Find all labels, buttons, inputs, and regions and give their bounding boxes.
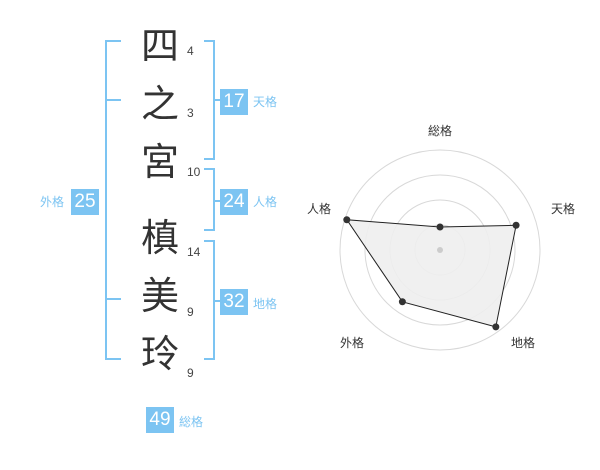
name-char-5: 美 (140, 274, 179, 318)
stroke-count-6: 9 (187, 366, 194, 380)
radar-point-2 (512, 221, 520, 229)
radar-point-4 (398, 298, 406, 306)
radar-axis-label-tenkaku: 天格 (551, 202, 576, 216)
radar-grid-ring (364, 174, 516, 326)
stroke-count-1: 4 (187, 44, 194, 58)
name-char-2: 之 (140, 82, 179, 126)
soukaku-label: 総格 (179, 415, 204, 429)
gaikaku-badge: 25 (71, 189, 99, 215)
radar-polygon (345, 219, 517, 328)
radar-point-5 (343, 216, 351, 224)
tenkaku-label: 天格 (253, 95, 278, 109)
radar-points (343, 216, 520, 331)
name-char-3: 宮 (140, 140, 179, 184)
name-char-6: 玲 (140, 332, 179, 376)
gaikaku-label: 外格 (40, 195, 65, 209)
name-char-4: 槙 (140, 216, 179, 260)
soukaku-badge: 49 (146, 407, 174, 433)
radar-point-3 (492, 323, 500, 331)
stroke-count-3: 10 (187, 165, 201, 179)
stroke-count-2: 3 (187, 106, 194, 120)
radar-grid-ring (339, 149, 541, 351)
radar-axis-label-gaikaku: 外格 (340, 336, 365, 350)
tenkaku-badge: 17 (220, 89, 248, 115)
radar-axis-label-chikaku: 地格 (511, 336, 536, 350)
jinkaku-label: 人格 (253, 195, 278, 209)
radar-center-dot (437, 247, 443, 253)
name-char-1: 四 (140, 24, 179, 68)
radar-axis-label-soukaku: 総格 (428, 124, 453, 138)
radar-point-1 (436, 223, 444, 231)
stroke-count-4: 14 (187, 245, 201, 259)
stroke-count-5: 9 (187, 305, 194, 319)
jinkaku-badge: 24 (220, 189, 248, 215)
chikaku-label: 地格 (253, 297, 278, 311)
chikaku-badge: 32 (220, 289, 248, 315)
radar-axis-label-jinkaku: 人格 (307, 202, 332, 216)
